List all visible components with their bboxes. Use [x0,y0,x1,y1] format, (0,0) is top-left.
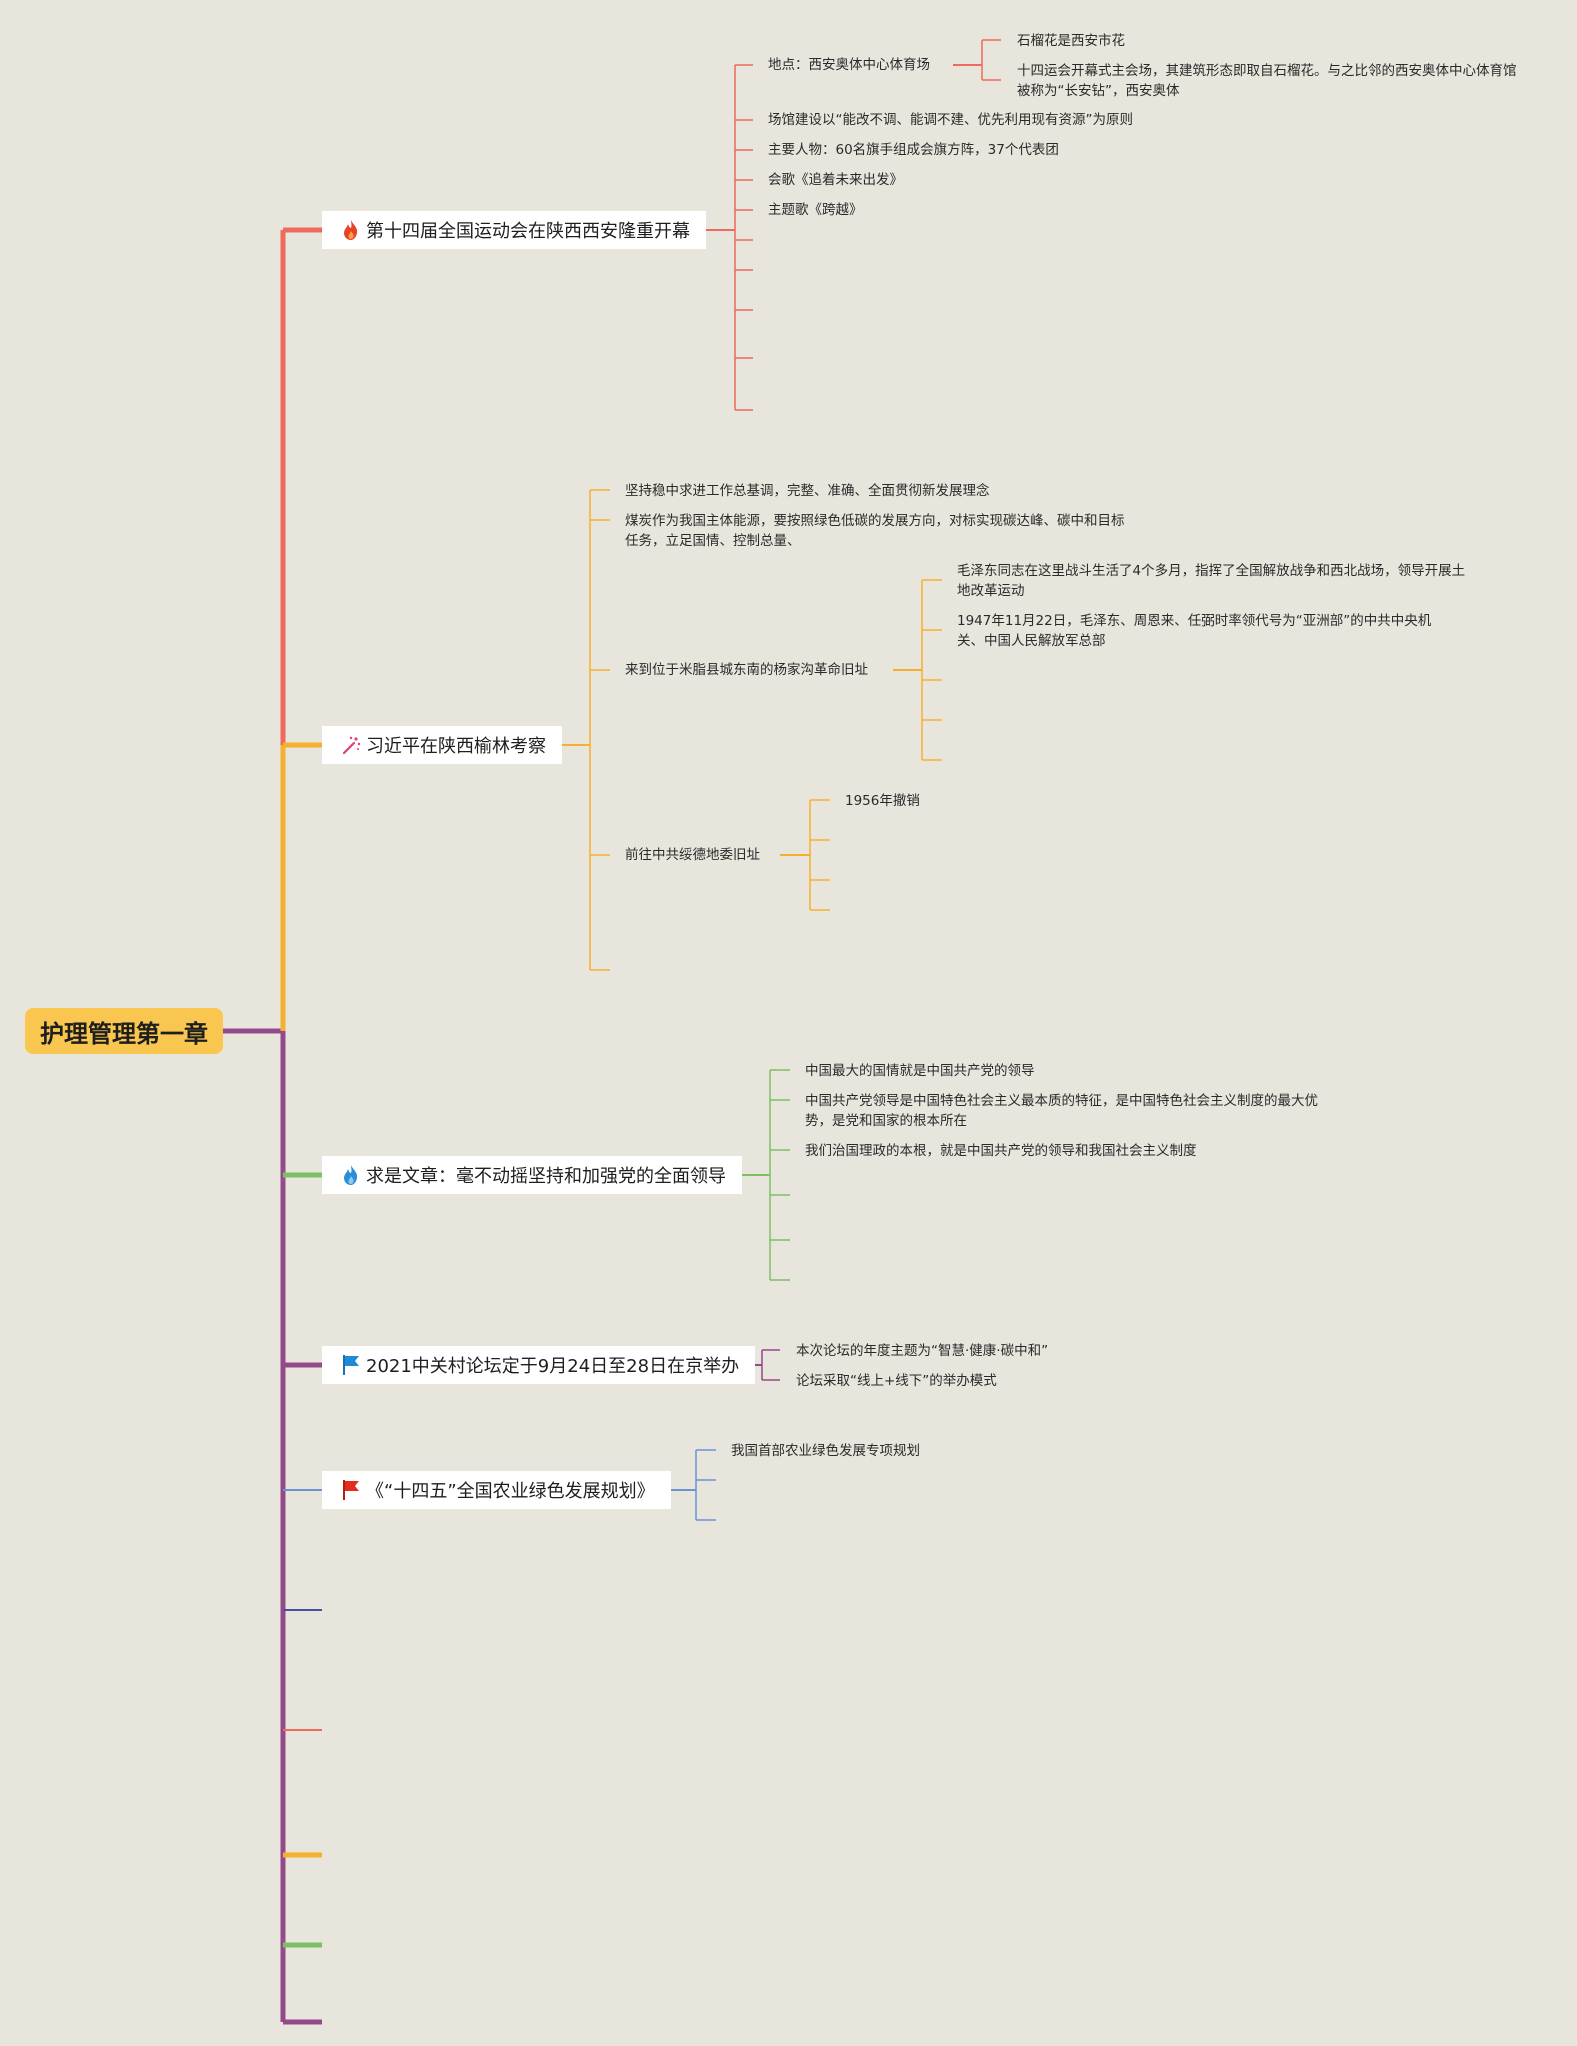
topic-label: 2021中关村论坛定于9月24日至28日在京举办 [366,1356,740,1377]
leaf-item[interactable]: 主题歌《跨越》 [768,202,863,218]
leaf-item[interactable]: 煤炭作为我国主体能源，要按照绿色低碳的发展方向，对标实现碳达峰、碳中和目标任务，… [625,513,1125,549]
sparkle-wand-icon [340,734,362,756]
root-label: 护理管理第一章 [40,1019,208,1048]
leaf-yangjiagou-note[interactable]: 1947年11月22日，毛泽东、周恩来、任弼时率领代号为“亚洲部”的中共中央机关… [957,613,1432,649]
topic-zgc-forum[interactable]: 2021中关村论坛定于9月24日至28日在京举办 [322,1346,756,1384]
red-flag-icon [340,1479,362,1501]
leaf-item[interactable]: 主要人物：60名旗手组成会旗方阵，37个代表团 [768,142,1059,158]
leaf-yangjiagou[interactable]: 来到位于米脂县城东南的杨家沟革命旧址 [625,662,868,678]
leaf-suide[interactable]: 前往中共绥德地委旧址 [625,847,760,863]
leaf-venue[interactable]: 地点：西安奥体中心体育场 [768,57,930,73]
leaf-item[interactable]: 本次论坛的年度主题为“智慧·健康·碳中和” [796,1343,1049,1359]
root-node[interactable]: 护理管理第一章 [25,1008,223,1054]
topic-label: 第十四届全国运动会在陕西西安隆重开幕 [366,221,690,242]
leaf-suide-note[interactable]: 1956年撤销 [845,793,920,809]
leaf-item[interactable]: 会歌《追着未来出发》 [768,172,903,188]
topic-label: 习近平在陕西榆林考察 [366,736,546,757]
leaf-item[interactable]: 场馆建设以“能改不调、能调不建、优先利用现有资源”为原则 [768,112,1133,128]
blue-flag-icon [340,1354,362,1376]
topic-qiushi-article[interactable]: 求是文章：毫不动摇坚持和加强党的全面领导 [322,1156,742,1194]
leaf-item[interactable]: 中国共产党领导是中国特色社会主义最本质的特征，是中国特色社会主义制度的最大优势，… [805,1093,1318,1129]
leaf-item[interactable]: 我们治国理政的本根，就是中国共产党的领导和我国社会主义制度 [805,1143,1197,1159]
topic-agri-green-plan[interactable]: 《“十四五”全国农业绿色发展规划》 [322,1471,671,1509]
topic-yulin-inspection[interactable]: 习近平在陕西榆林考察 [322,726,562,764]
leaf-item[interactable]: 论坛采取“线上+线下”的举办模式 [796,1373,997,1389]
leaf-item[interactable]: 我国首部农业绿色发展专项规划 [731,1443,920,1459]
leaf-venue-note[interactable]: 石榴花是西安市花 [1017,33,1125,49]
topic-label: 《“十四五”全国农业绿色发展规划》 [366,1481,655,1502]
fire-icon [340,219,362,241]
leaf-item[interactable]: 中国最大的国情就是中国共产党的领导 [805,1063,1035,1079]
topic-label: 求是文章：毫不动摇坚持和加强党的全面领导 [366,1166,726,1187]
blue-flame-icon [340,1164,362,1186]
leaf-item[interactable]: 坚持稳中求进工作总基调，完整、准确、全面贯彻新发展理念 [625,483,990,499]
leaf-yangjiagou-note[interactable]: 毛泽东同志在这里战斗生活了4个多月，指挥了全国解放战争和西北战场，领导开展土地改… [957,563,1466,599]
topic-national-games[interactable]: 第十四届全国运动会在陕西西安隆重开幕 [322,211,706,249]
leaf-venue-note[interactable]: 十四运会开幕式主会场，其建筑形态即取自石榴花。与之比邻的西安奥体中心体育馆被称为… [1017,63,1517,99]
